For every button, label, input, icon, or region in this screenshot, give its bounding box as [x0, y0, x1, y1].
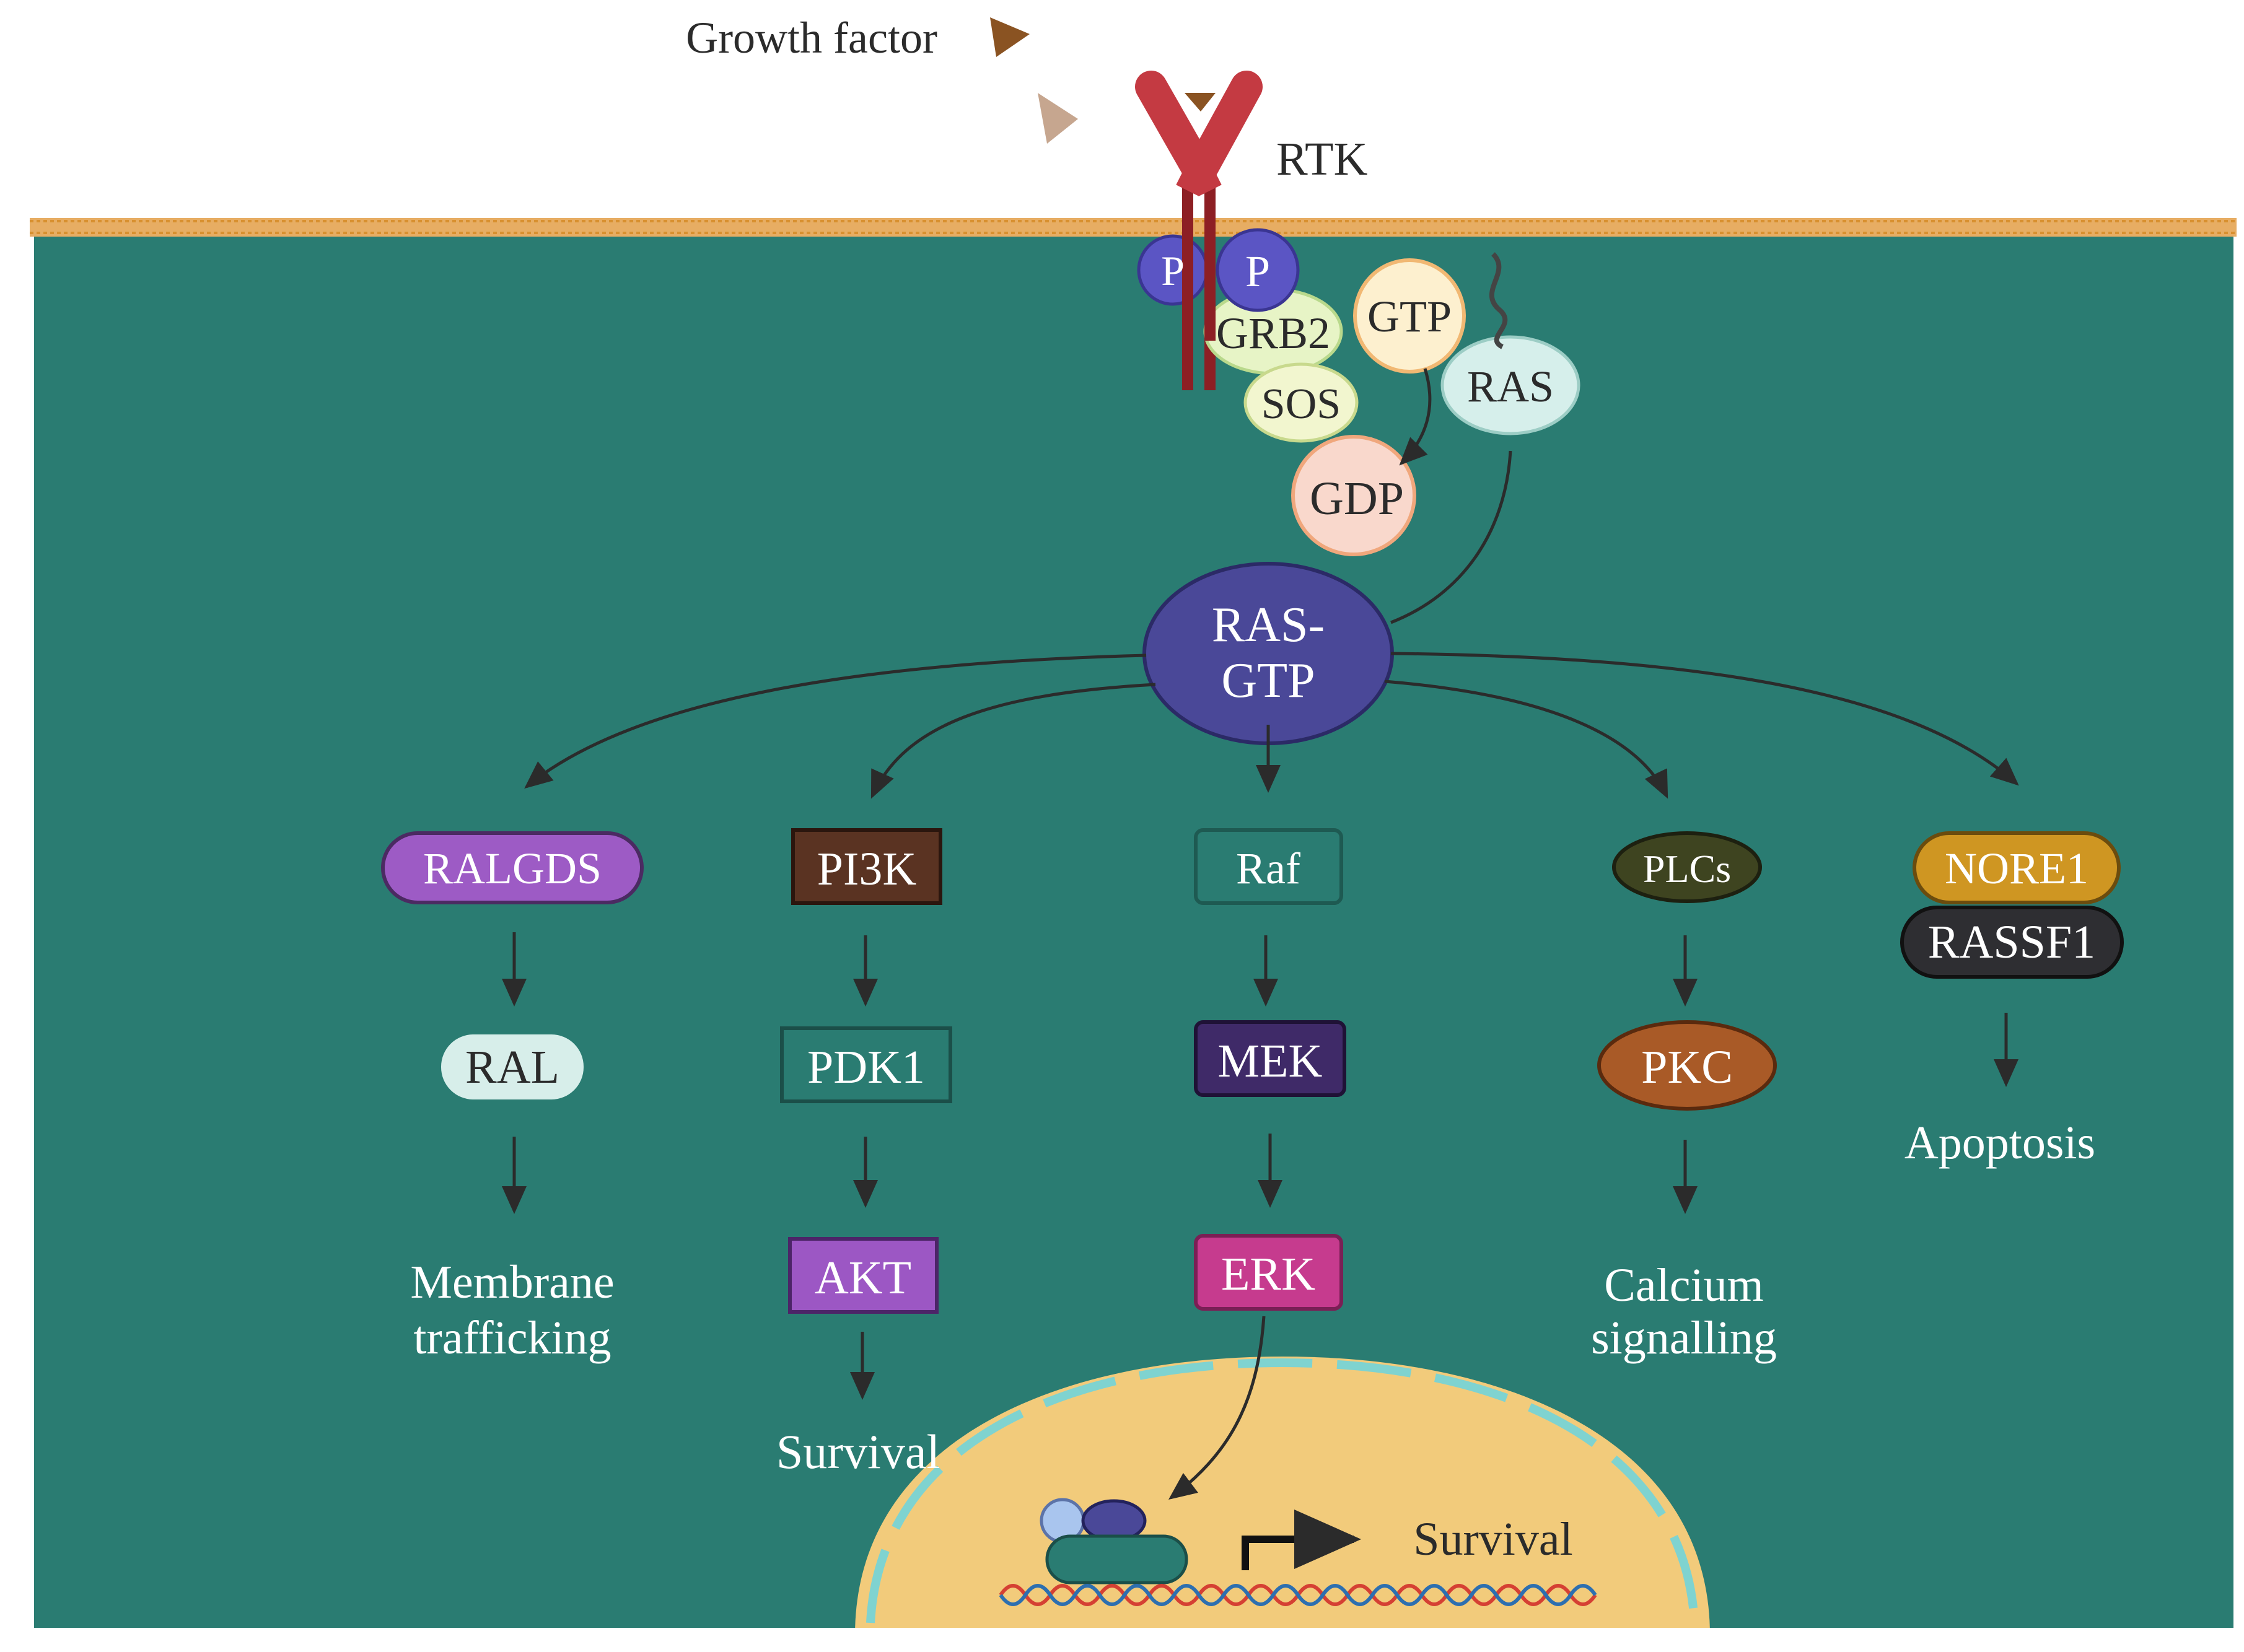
pkc-node [1597, 1020, 1777, 1111]
mek-node [1194, 1020, 1346, 1097]
nore1-node [1913, 831, 2121, 904]
transcription-start-arrow-icon [1242, 1510, 1361, 1570]
plcs-label: PLCs [1643, 847, 1731, 891]
pi3k-outcome: Survival [776, 1425, 940, 1479]
ras-gtp-label-line2: GTP [1221, 653, 1315, 708]
rtk-label: RTK [1276, 133, 1368, 185]
p-left-label: P [1161, 247, 1185, 294]
ral-label: RAL [465, 1041, 559, 1093]
branch-arrows [524, 652, 2019, 799]
ral-node [441, 1034, 584, 1099]
p-right-label: P [1245, 247, 1270, 296]
gdp-label: GDP [1310, 473, 1404, 525]
plcs-outcome-line2: signalling [1591, 1312, 1777, 1364]
raf-node [1194, 828, 1343, 905]
growth-factor-triangle-light-icon [1038, 93, 1078, 144]
plcs-outcome-line1: Calcium [1604, 1259, 1764, 1311]
gtp-to-gdp-arrow [1399, 368, 1432, 466]
akt-node [788, 1237, 939, 1314]
pdk1-node [780, 1026, 952, 1103]
ralgds-outcome-line2: trafficking [413, 1312, 611, 1364]
phosphate-right-icon [1216, 228, 1300, 312]
nucleus-outcome: Survival [1413, 1513, 1573, 1565]
gtp-label: GTP [1367, 292, 1452, 341]
sos-label: SOS [1261, 380, 1341, 428]
plasma-membrane [30, 218, 2237, 237]
ras-activation-complex [1137, 228, 1580, 556]
pdk1-label: PDK1 [807, 1041, 925, 1093]
erk-label: ERK [1221, 1248, 1315, 1300]
ras-to-rasgtp-arrow [1390, 450, 1512, 624]
pi3k-node [791, 828, 942, 905]
plcs-node [1612, 831, 1762, 903]
erk-node [1194, 1234, 1343, 1311]
transcription-complex-icon [1040, 1498, 1188, 1584]
pkc-label: PKC [1641, 1041, 1733, 1093]
growth-factor-label: Growth factor [686, 13, 937, 63]
nore1-label: NORE1 [1945, 844, 2088, 893]
gtp-node [1353, 258, 1466, 374]
ras-gtp-label-line1: RAS- [1212, 598, 1325, 652]
ralgds-outcome-line1: Membrane [410, 1256, 614, 1308]
nore1-outcome: Apoptosis [1904, 1117, 2095, 1169]
gdp-node [1291, 435, 1416, 556]
ras-lipid-tail [1489, 252, 1508, 349]
rassf1-label: RASSF1 [1928, 916, 2095, 968]
pi3k-label: PI3K [817, 843, 917, 895]
raf-label: Raf [1236, 844, 1300, 893]
rassf1-node [1900, 906, 2124, 979]
dna-helix-icon [999, 1584, 1597, 1606]
mek-label: MEK [1218, 1035, 1323, 1087]
ras-label: RAS [1467, 362, 1554, 411]
ralgds-label: RALGDS [423, 844, 602, 893]
ras-node [1440, 335, 1580, 435]
erk-to-nucleus-arrow [1168, 1316, 1266, 1500]
growth-factor-triangle-icon [990, 17, 1030, 57]
ralgds-node [381, 831, 644, 904]
grb2-label: GRB2 [1216, 308, 1330, 358]
akt-label: AKT [815, 1252, 911, 1304]
sos-node [1243, 362, 1359, 443]
